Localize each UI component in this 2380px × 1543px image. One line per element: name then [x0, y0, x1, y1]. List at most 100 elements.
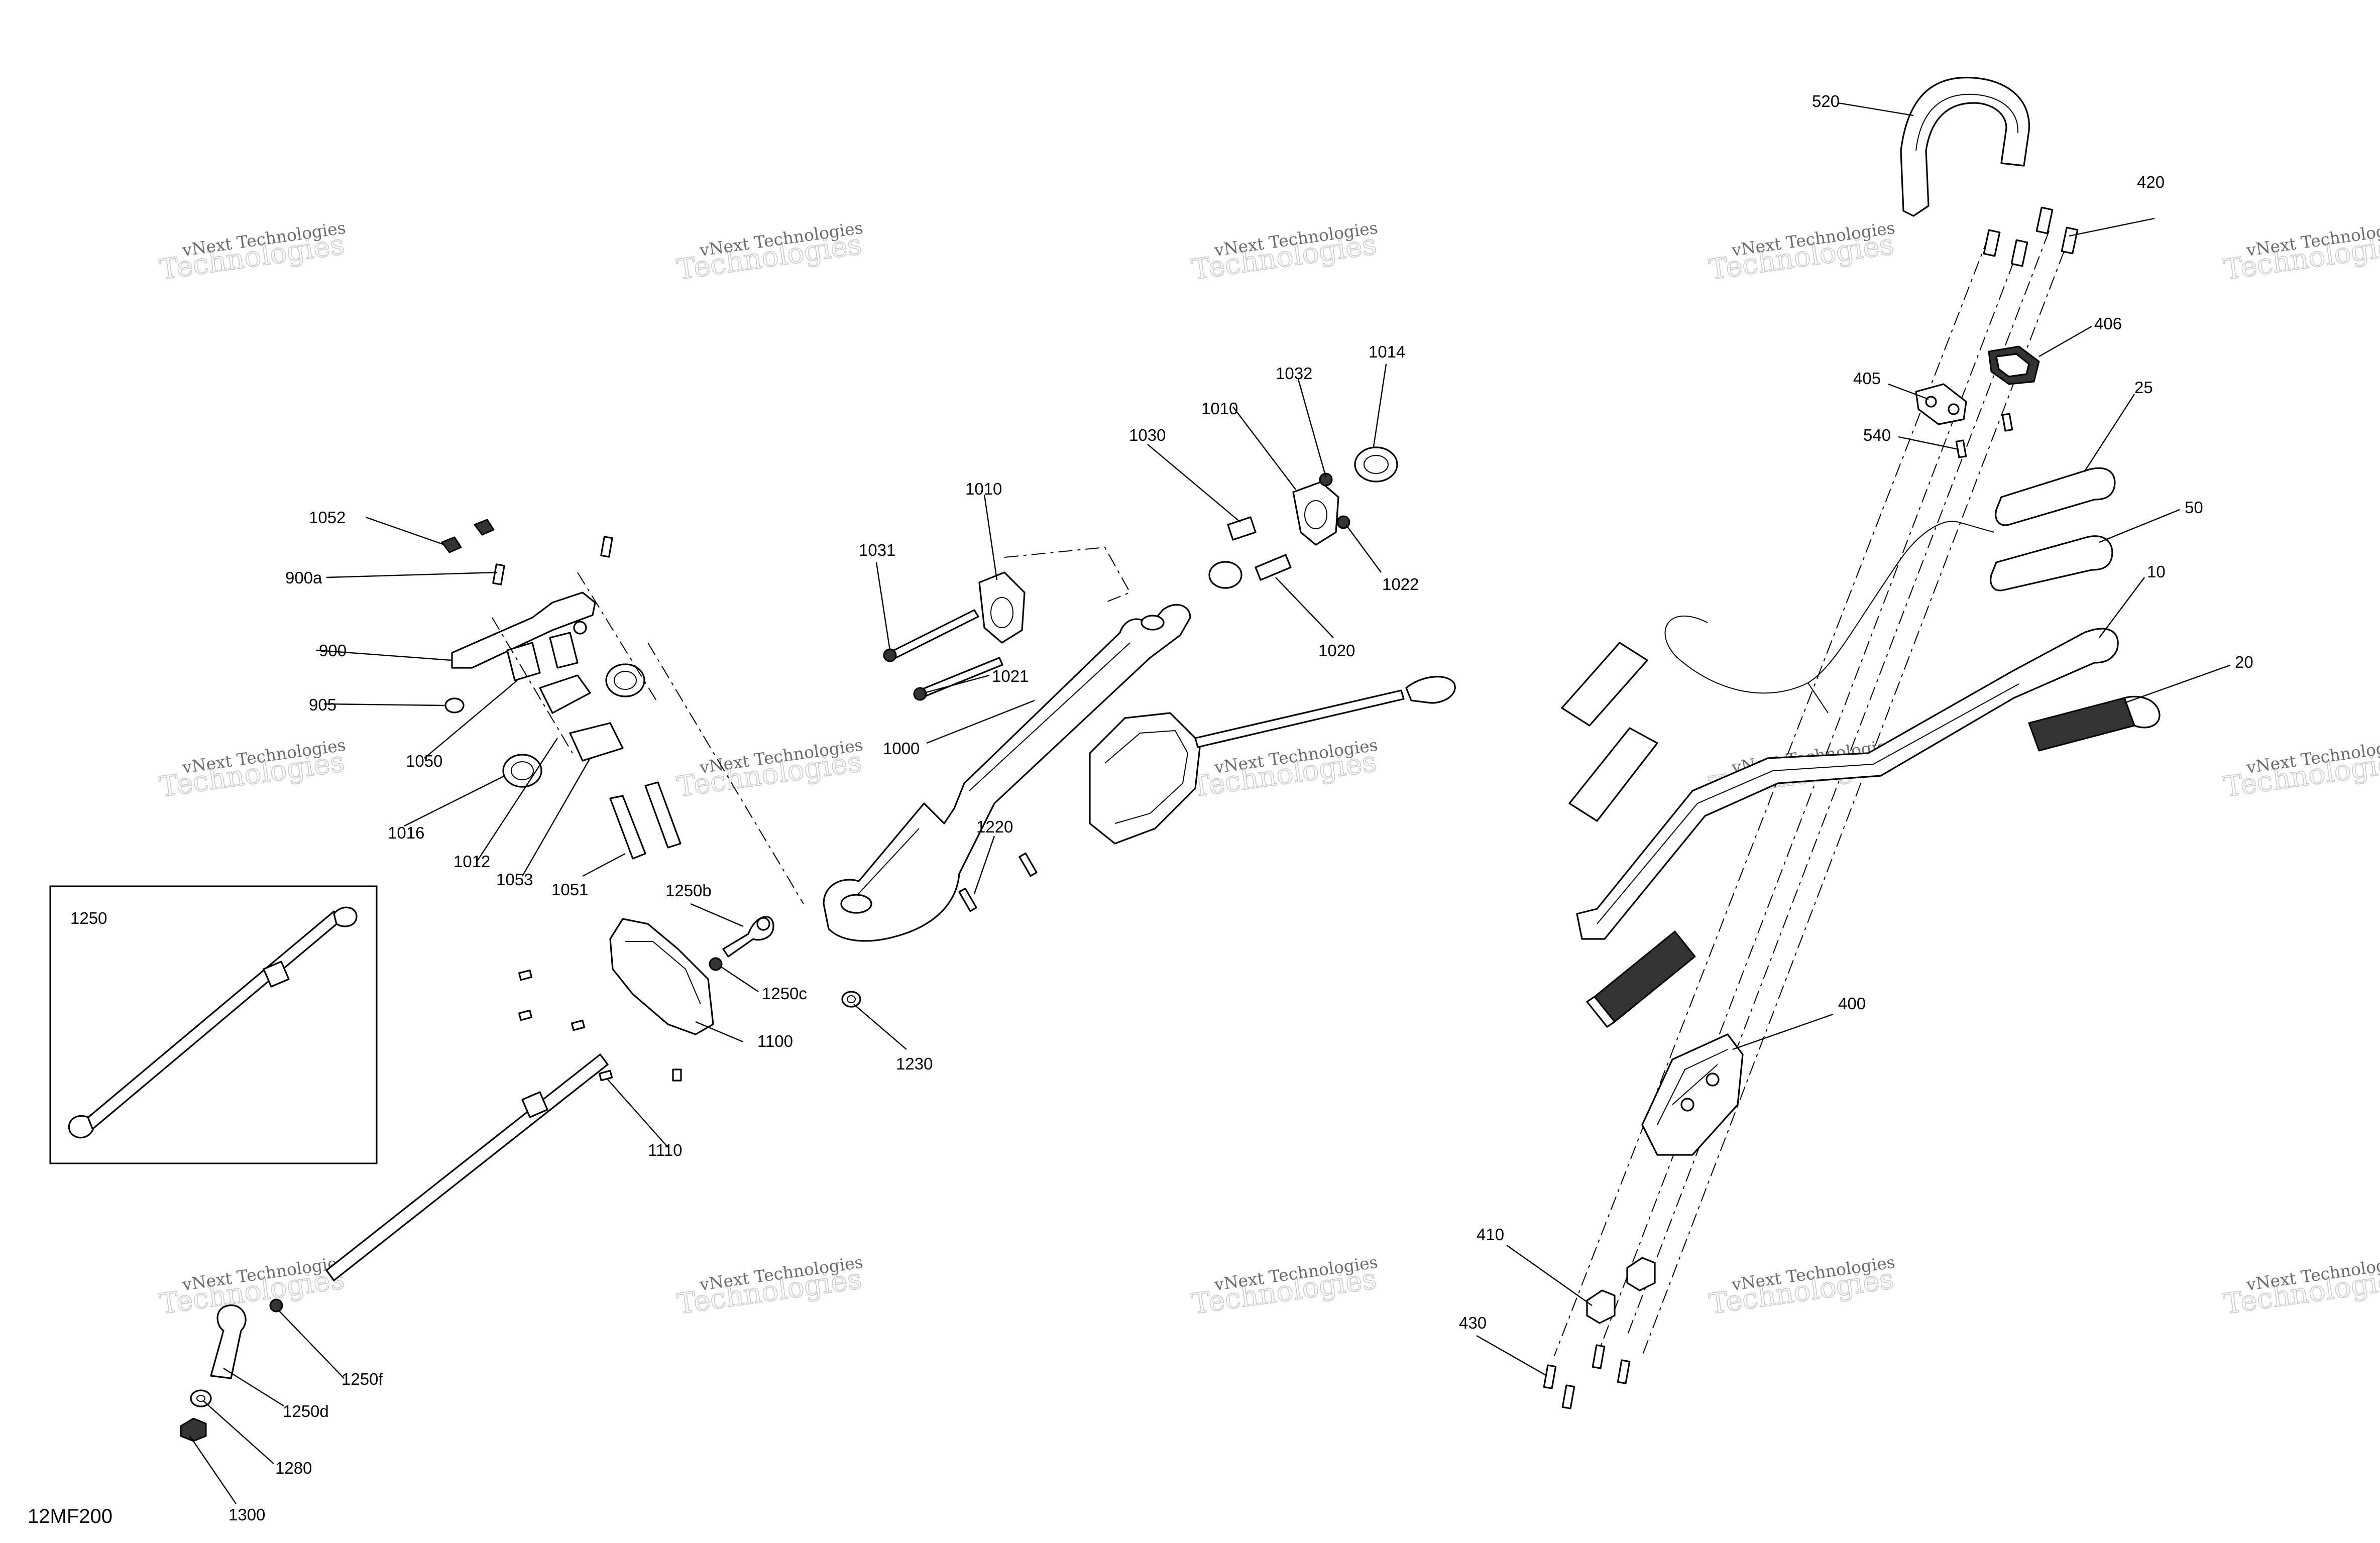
watermark: Technologies vNext Technologies	[1707, 218, 1896, 287]
part-900a-bolt	[600, 536, 613, 558]
callout-400: 400	[1838, 994, 1866, 1013]
part-1051-bolt	[609, 795, 646, 860]
part-520-hand-guard	[1900, 76, 2030, 217]
part-400-hole	[1680, 1098, 1694, 1112]
callout-1300: 1300	[229, 1505, 265, 1524]
callout-905: 905	[309, 695, 336, 714]
part-1051-bolt	[644, 781, 682, 849]
callout-1022: 1022	[1382, 575, 1419, 594]
part-900-bracket	[451, 591, 596, 669]
part-1280-washer-hole	[196, 1395, 205, 1402]
guide-line	[1004, 546, 1131, 603]
steering-support-assembly	[180, 519, 774, 1442]
part-1000-top-end	[1141, 615, 1165, 631]
part-10-handlebar	[1576, 628, 2119, 940]
part-1000-steering-column	[823, 604, 1191, 942]
part-1031-bolt	[888, 609, 979, 660]
part-1280-washer	[190, 1389, 212, 1407]
part-1021-bolt-head	[913, 687, 927, 701]
watermark: Technologies vNext Technologies	[2221, 735, 2380, 804]
part-50-grip-sleeve	[1990, 535, 2113, 591]
callout-900a: 900a	[285, 568, 322, 587]
center-tie-rod	[1194, 689, 1405, 748]
part-905-washer	[444, 697, 465, 714]
guide-line	[1554, 235, 1989, 1356]
part-1100-detail	[625, 941, 701, 1005]
part-1050-lower-clamp	[539, 674, 591, 714]
guide-line	[1642, 251, 2065, 1356]
callout-1012: 1012	[454, 852, 490, 871]
callout-1050: 1050	[406, 752, 442, 770]
watermark: Technologies vNext Technologies	[1707, 1252, 1896, 1322]
part-25-grip-sleeve	[1995, 467, 2116, 526]
tie-rod-collar	[521, 1091, 548, 1118]
part-410-riser-left	[1586, 1289, 1616, 1324]
callout-900: 900	[319, 641, 347, 660]
callout-1030: 1030	[1129, 426, 1166, 444]
part-406-detail	[1995, 353, 2030, 378]
callout-406: 406	[2094, 314, 2122, 333]
part-1016-seal-upper	[605, 663, 645, 697]
guide-line	[647, 642, 804, 904]
part-1220-screw	[1018, 852, 1038, 877]
callout-405: 405	[1853, 369, 1881, 388]
part-1050-block	[549, 632, 579, 669]
watermark: Technologies vNext Technologies	[1189, 735, 1379, 804]
left-grip	[1594, 930, 1696, 1023]
part-1010-lower-bracket	[978, 571, 1026, 644]
part-seal-inner	[511, 761, 534, 780]
callout-1032: 1032	[1276, 364, 1312, 383]
guide-line	[1597, 261, 2014, 1356]
callouts: 520 420 406 405 540 25 50 10 20 400 410 …	[229, 92, 2253, 1524]
part-1020-bushing-ring	[1208, 561, 1242, 589]
inset-label: 1250	[70, 909, 107, 927]
part-1230-washer	[841, 991, 861, 1008]
part-400-detail	[1657, 1049, 1728, 1125]
part-1100-steering-cover	[609, 918, 714, 1035]
part-1010-bore	[1304, 500, 1327, 529]
callout-1220: 1220	[976, 817, 1013, 836]
part-540-screw	[2001, 413, 2013, 432]
part-1000-pitman	[840, 894, 872, 914]
callout-1020: 1020	[1318, 641, 1355, 660]
callout-1014: 1014	[1369, 342, 1405, 361]
part-1010-upper-bracket	[1292, 481, 1339, 546]
part-1250b-ball	[756, 917, 770, 931]
wiring-harness	[1664, 521, 1994, 714]
watermark: Technologies vNext Technologies	[157, 218, 347, 287]
part-1020-pin	[1255, 554, 1292, 581]
part-1220-screw	[958, 887, 977, 912]
callout-1110: 1110	[648, 1141, 683, 1159]
watermark: Technologies vNext Technologies	[157, 1252, 347, 1322]
callout-1250f: 1250f	[342, 1370, 383, 1388]
callout-1051: 1051	[551, 880, 588, 899]
steering-cover-center-detail	[1104, 730, 1189, 824]
part-420-screws	[1983, 206, 2079, 267]
callout-1250c: 1250c	[762, 984, 807, 1003]
part-1032-nut	[1319, 472, 1333, 487]
callout-1280: 1280	[275, 1459, 312, 1477]
callout-1053: 1053	[496, 870, 533, 889]
part-1052-nut	[441, 536, 462, 553]
callout-1021: 1021	[992, 667, 1029, 685]
callout-50: 50	[2185, 498, 2203, 517]
part-1030-bushing	[1227, 516, 1257, 541]
part-405-hole	[1948, 403, 1960, 415]
callout-410: 410	[1477, 1225, 1504, 1244]
callout-1100: 1100	[757, 1032, 793, 1050]
watermark: Technologies vNext Technologies	[674, 218, 864, 287]
part-1016-seal-lower	[502, 754, 542, 788]
callout-1250d: 1250d	[283, 1402, 329, 1420]
part-1014-seal	[1354, 446, 1398, 483]
part-400-hole	[1706, 1073, 1720, 1087]
part-410-riser-right	[1626, 1257, 1656, 1291]
part-1014-seal-inner	[1364, 455, 1389, 474]
watermark: Technologies vNext Technologies	[157, 735, 347, 804]
part-20-grip	[2028, 695, 2161, 752]
part-900a-bolt	[492, 563, 505, 585]
part-seal-inner	[614, 671, 637, 690]
part-400-riser	[1641, 1033, 1744, 1156]
callout-10: 10	[2147, 562, 2166, 581]
callout-420: 420	[2137, 173, 2165, 191]
